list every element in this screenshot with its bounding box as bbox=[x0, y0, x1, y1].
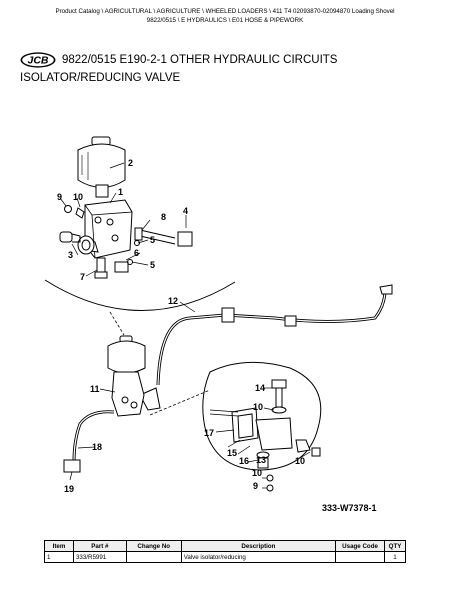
callout-8: 8 bbox=[161, 212, 167, 222]
accumulator-bottom bbox=[107, 335, 146, 417]
breadcrumb-line-1: Product Catalog \ AGRICULTURAL \ AGRICUL… bbox=[55, 8, 395, 15]
callout-10-c: 10 bbox=[295, 456, 306, 466]
pipe-12 bbox=[139, 284, 393, 411]
callout-7: 7 bbox=[80, 272, 86, 282]
cell-description: Valve isolator/reducing bbox=[180, 551, 337, 563]
callout-10-b: 10 bbox=[252, 468, 263, 478]
callout-2: 2 bbox=[128, 158, 134, 168]
col-usage-code: Usage Code bbox=[335, 540, 385, 552]
callout-5: 5 bbox=[150, 260, 156, 270]
callout-5-b: 5 bbox=[150, 235, 156, 245]
parts-table: Item Part # Change No Description Usage … bbox=[44, 540, 407, 563]
callout-14: 14 bbox=[255, 383, 266, 393]
callout-10-top: 10 bbox=[73, 192, 84, 202]
valve-block-top bbox=[77, 199, 133, 259]
cell-change-no bbox=[125, 551, 182, 563]
jcb-logo-text: JCB bbox=[27, 55, 48, 67]
callout-16: 16 bbox=[239, 456, 250, 466]
callout-9: 9 bbox=[57, 192, 63, 202]
col-description: Description bbox=[180, 540, 337, 552]
col-change-no: Change No bbox=[125, 540, 182, 552]
accumulator-top bbox=[77, 136, 126, 198]
cell-usage-code bbox=[335, 551, 385, 563]
figure-reference: 333-W7378-1 bbox=[322, 503, 377, 513]
fittings-top bbox=[59, 205, 193, 279]
callout-3: 3 bbox=[68, 250, 74, 260]
callout-15: 15 bbox=[227, 448, 238, 458]
callout-13: 13 bbox=[256, 455, 267, 465]
callout-6: 6 bbox=[134, 248, 140, 258]
callout-11: 11 bbox=[90, 384, 100, 394]
cell-qty: 1 bbox=[383, 551, 407, 563]
callouts: 1 2 3 4 5 6 7 8 9 10 5 11 12 13 14 15 16… bbox=[57, 158, 306, 494]
cell-item: 1 bbox=[44, 551, 74, 563]
exploded-diagram bbox=[44, 136, 393, 492]
callout-10-a: 10 bbox=[253, 402, 264, 412]
breadcrumb: Product Catalog \ AGRICULTURAL \ AGRICUL… bbox=[12, 7, 438, 25]
jcb-logo: JCB bbox=[20, 52, 56, 68]
callout-19: 19 bbox=[64, 484, 75, 494]
col-part-number: Part # bbox=[72, 540, 127, 552]
col-item: Item bbox=[44, 540, 74, 552]
callout-12: 12 bbox=[168, 296, 179, 306]
callout-9-b: 9 bbox=[253, 481, 259, 491]
table-row: 1 333/R5991 Valve isolator/reducing 1 bbox=[44, 551, 407, 563]
callout-17: 17 bbox=[204, 428, 215, 438]
callout-1: 1 bbox=[118, 187, 124, 197]
page-subtitle: ISOLATOR/REDUCING VALVE bbox=[20, 72, 181, 84]
leader-lines-top bbox=[59, 162, 187, 277]
page-title: 9822/0515 E190-2-1 OTHER HYDRAULIC CIRCU… bbox=[62, 54, 338, 66]
cell-part-number[interactable]: 333/R5991 bbox=[72, 551, 127, 563]
callout-18: 18 bbox=[92, 442, 103, 452]
bracket-detail bbox=[149, 361, 322, 492]
breadcrumb-line-2: 9822/0515 \ E HYDRAULICS \ E01 HOSE & PI… bbox=[146, 17, 304, 24]
leader-lines-bottom bbox=[69, 301, 311, 489]
col-qty: QTY bbox=[383, 540, 407, 552]
parts-table-header: Item Part # Change No Description Usage … bbox=[44, 540, 407, 552]
callout-4: 4 bbox=[183, 206, 189, 216]
hose-18 bbox=[63, 410, 115, 473]
